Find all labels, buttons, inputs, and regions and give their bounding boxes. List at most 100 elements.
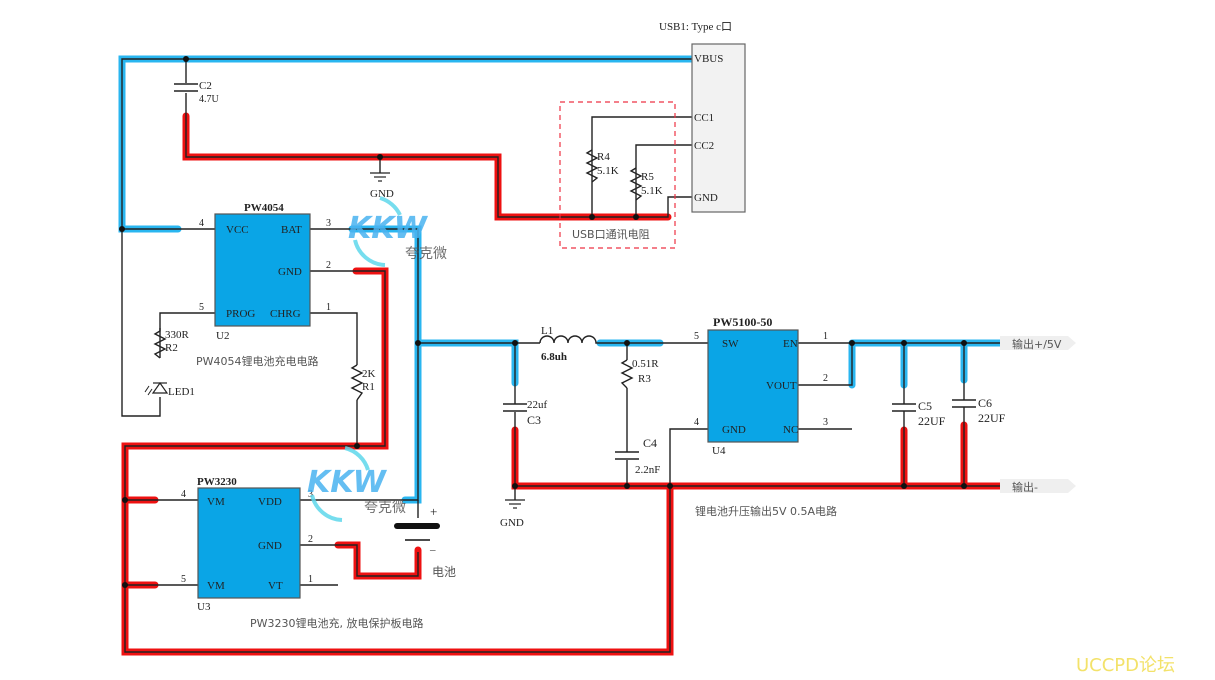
u4-pin-en-num: 1 [823,331,828,342]
usb-pin-gnd: GND [694,192,718,204]
u2-pin-bat-num: 3 [326,218,331,229]
u2-name: PW4054 [244,202,284,214]
u4-pin-en-label: EN [783,338,798,350]
u2-pin-chrg-label: CHRG [270,308,301,320]
r2-ref: R2 [165,342,178,354]
usb-pin-cc1: CC1 [694,112,714,124]
inductor-l1-symbol [539,335,598,344]
capacitor-c2-symbol [174,83,198,92]
junctions [119,56,967,588]
c2-value: 4.7U [199,94,220,105]
r3-value: 0.51R [632,358,659,370]
u3-pin-vt-label: VT [268,580,283,592]
u3-ref: U3 [197,601,211,613]
u4-ref: U4 [712,445,726,457]
u4-pin-nc-num: 3 [823,417,828,428]
chip-u4: PW5100-50 U4 SW EN VOUT GND NC 5 1 2 4 3 [694,315,828,457]
c4-value: 2.2nF [635,464,660,476]
ground-icon [370,172,390,182]
u3-pin-vdd-label: VDD [258,496,282,508]
u3-pin-vt-num: 1 [308,574,313,585]
u4-pin-sw-num: 5 [694,331,699,342]
u2-pin-prog-num: 5 [199,302,204,313]
c2-ref: C2 [199,80,212,92]
kkw-logo-text: KKW [348,211,429,246]
u3-pin-vdd-num: 3 [308,489,313,500]
u4-pin-nc-label: NC [783,424,798,436]
u3-pin-vm1-num: 4 [181,489,186,500]
c6-value: 22UF [978,411,1006,425]
output-plus-port [1000,336,1076,350]
capacitor-c6-symbol [952,399,976,408]
capacitor-c4-symbol [615,451,639,460]
u2-pin-bat-label: BAT [281,224,302,236]
usb-cc-group-label: USB口通讯电阻 [572,228,650,241]
u3-pin-gnd-num: 2 [308,534,313,545]
u4-pin-vout-num: 2 [823,373,828,384]
u3-caption: PW3230锂电池充, 放电保护板电路 [250,616,424,630]
kkw-watermark-bottom: KKW 夸克微 [307,446,406,522]
usb-title: USB1: Type c口 [659,21,732,33]
u2-pin-chrg-num: 1 [326,302,331,313]
usb-pin-cc2: CC2 [694,140,714,152]
r5-value: 5.1K [641,185,663,197]
c4-ref: C4 [643,436,657,450]
ground-icon-bottom [505,499,525,509]
battery-plus: + [430,504,437,519]
u3-name: PW3230 [197,476,237,488]
u4-pin-gnd-num: 4 [694,417,699,428]
resistor-r4-symbol [585,149,599,183]
gnd-label-top: GND [370,188,394,200]
u4-pin-vout-label: VOUT [766,380,797,392]
kkw-company-text-2: 夸克微 [364,500,406,516]
c3-value: 22uf [527,399,548,411]
battery-label: 电池 [432,565,456,579]
u2-pin-vcc-label: VCC [226,224,249,236]
u2-pin-prog-label: PROG [226,308,255,320]
output-plus-label: 输出+/5V [1012,337,1062,351]
resistor-r3-symbol [620,359,634,389]
kkw-company-text: 夸克微 [405,246,447,262]
u2-ref: U2 [216,330,229,342]
u3-pin-vm1-label: VM [207,496,225,508]
u3-pin-gnd-label: GND [258,540,282,552]
u2-pin-gnd-num: 2 [326,260,331,271]
output-minus-port [1000,479,1076,493]
l1-ref: L1 [541,325,553,337]
battery-icon [394,523,440,541]
c5-ref: C5 [918,399,932,413]
c5-value: 22UF [918,414,946,428]
r4-ref: R4 [597,151,610,163]
capacitor-c5-symbol [892,403,916,412]
usb-connector: USB1: Type c口 VBUS CC1 CC2 GND [659,21,746,213]
chip-u2: PW4054 U2 VCC BAT GND PROG CHRG 4 3 2 5 … [199,202,331,342]
usb-cc-group-box [559,101,676,249]
led-icon [144,381,169,396]
kkw-logo-text-2: KKW [307,465,388,500]
resistor-r2-symbol [153,328,167,359]
led1-ref: LED1 [168,386,195,398]
u2-pin-gnd-label: GND [278,266,302,278]
usb-pin-vbus: VBUS [694,53,723,65]
resistor-r5-symbol [629,167,643,201]
u4-pin-gnd-label: GND [722,424,746,436]
u3-pin-vm2-label: VM [207,580,225,592]
c6-ref: C6 [978,396,992,410]
kkw-watermark-top: KKW 夸克微 [348,196,447,267]
r3-ref: R3 [638,373,651,385]
u4-name: PW5100-50 [713,315,772,329]
u4-caption: 锂电池升压输出5V 0.5A电路 [695,504,837,518]
r2-value: 330R [165,329,190,341]
l1-value: 6.8uh [541,351,567,363]
battery-minus: – [429,544,436,556]
c3-ref: C3 [527,413,541,427]
chip-u3: PW3230 U3 VM VDD GND VM VT 4 3 2 5 1 [181,476,313,613]
r1-ref: R1 [362,381,375,393]
u4-pin-sw-label: SW [722,338,739,350]
r5-ref: R5 [641,171,654,183]
forum-watermark: UCCPD论坛 [1076,655,1175,676]
u3-pin-vm2-num: 5 [181,574,186,585]
capacitor-c3-symbol [503,403,527,412]
gnd-label-bottom: GND [500,517,524,529]
